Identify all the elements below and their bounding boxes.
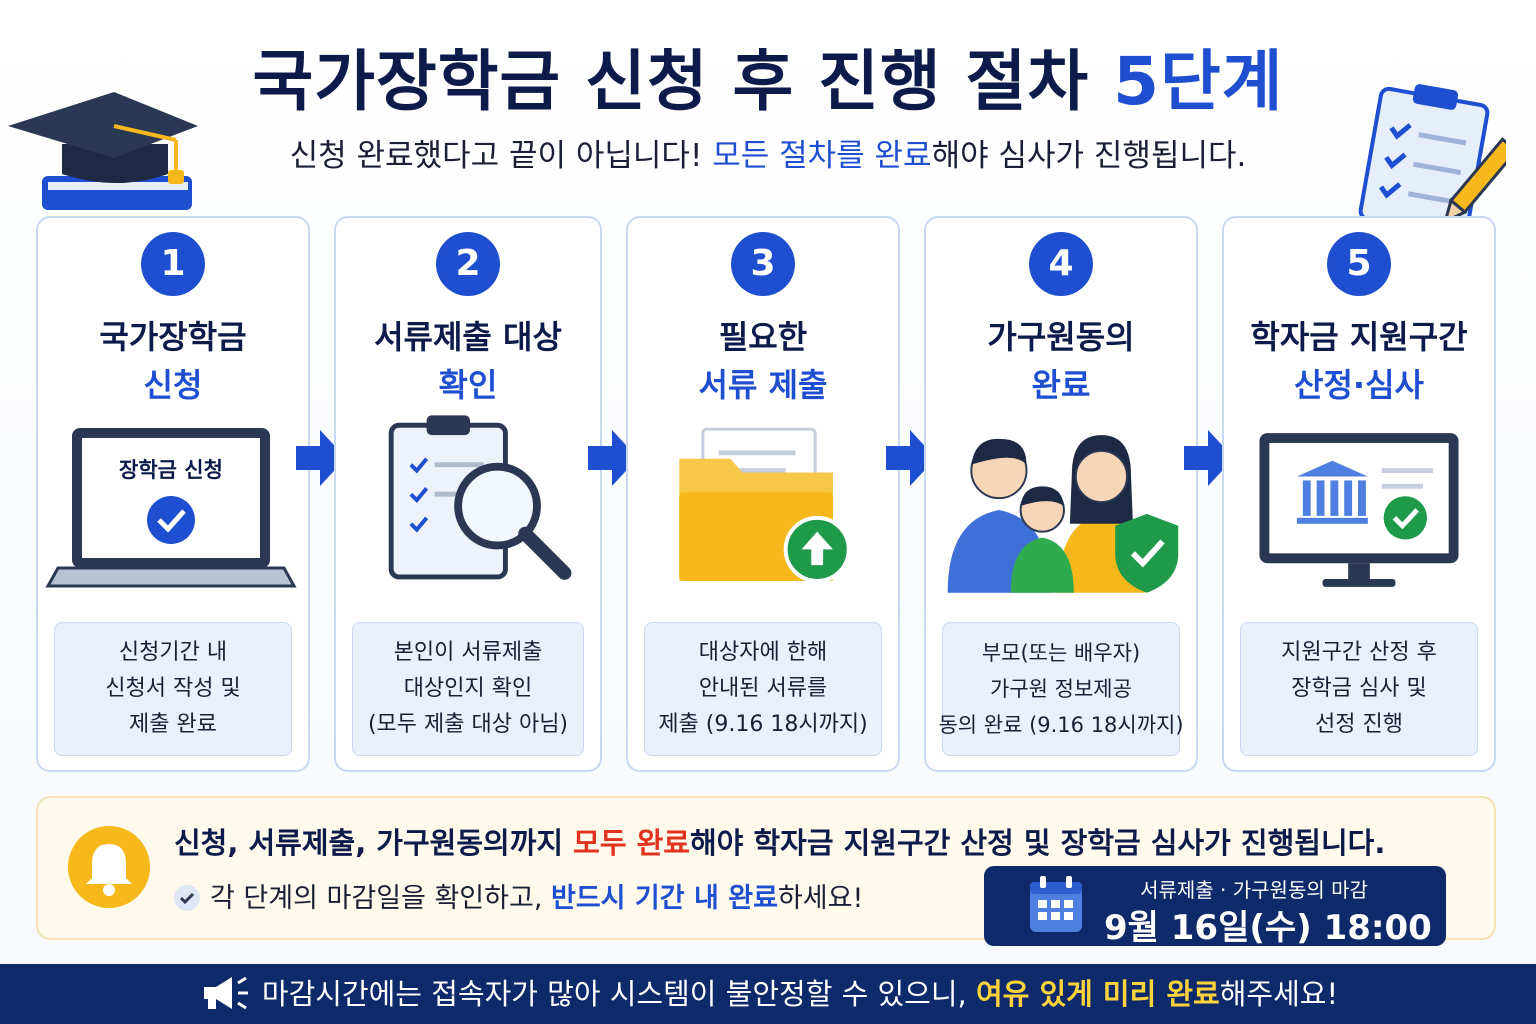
step-desc-line: 제출 완료 bbox=[129, 712, 217, 737]
subtitle-post: 해야 심사가 진행됩니다. bbox=[931, 138, 1247, 174]
step-desc-line: 본인이 서류제출 bbox=[393, 640, 543, 665]
step-card-5: 5 학자금 지원구간 산정·심사 지원구간 bbox=[1222, 216, 1496, 772]
step-desc-line: 대상자에 한해 bbox=[698, 640, 828, 665]
deadline-box: 서류제출 · 가구원동의 마감 9월 16일(수) 18:00 bbox=[984, 866, 1446, 948]
page-subtitle: 신청 완료했다고 끝이 아닙니다! 모든 절차를 완료해야 심사가 진행됩니다. bbox=[0, 130, 1536, 175]
step-title-1-line1: 국가장학금 bbox=[99, 318, 247, 356]
step-title-3-line1: 필요한 bbox=[718, 318, 808, 356]
step-desc-2: 본인이 서류제출 대상인지 확인 (모두 제출 대상 아님) bbox=[352, 622, 584, 756]
footer-banner: 마감시간에는 접속자가 많아 시스템이 불안정할 수 있으니, 여유 있게 미리… bbox=[0, 964, 1536, 1024]
step-desc-line: 동의 완료 (9.16 18시까지) bbox=[938, 713, 1184, 737]
step-desc-line: 안내된 서류를 bbox=[698, 676, 828, 701]
step-number-5: 5 bbox=[1327, 232, 1391, 296]
step-title-3-line2: 서류 제출 bbox=[698, 366, 828, 404]
notice-sub-text: 각 단계의 마감일을 확인하고, 반드시 기간 내 완료하세요! bbox=[174, 876, 863, 915]
step-number-2: 2 bbox=[436, 232, 500, 296]
step-desc-3: 대상자에 한해 안내된 서류를 제출 (9.16 18시까지) bbox=[644, 622, 882, 756]
megaphone-icon bbox=[203, 976, 248, 1010]
step-desc-5: 지원구간 산정 후 장학금 심사 및 선정 진행 bbox=[1240, 622, 1478, 756]
deadline-value: 9월 16일(수) 18:00 bbox=[1104, 908, 1432, 948]
subtitle-accent: 모든 절차를 완료 bbox=[712, 138, 932, 174]
family-shield-icon bbox=[947, 435, 1179, 593]
step-title-5-line2: 산정·심사 bbox=[1294, 366, 1424, 404]
footer-text-pre: 마감시간에는 접속자가 많아 시스템이 불안정할 수 있으니, bbox=[261, 977, 976, 1011]
title-main: 국가장학금 신청 후 진행 절차 bbox=[252, 43, 1114, 120]
arrow-right-icon bbox=[886, 430, 936, 486]
notice-main-text: 신청, 서류제출, 가구원동의까지 모두 완료해야 학자금 지원구간 산정 및 … bbox=[174, 820, 1385, 862]
step-title-4-line1: 가구원동의 bbox=[987, 318, 1135, 356]
step-desc-line: (모두 제출 대상 아님) bbox=[367, 712, 569, 737]
notice-main-pre: 신청, 서류제출, 가구원동의까지 bbox=[174, 826, 574, 860]
notice-sub-highlight: 반드시 기간 내 완료 bbox=[551, 883, 778, 914]
step-desc-1: 신청기간 내 신청서 작성 및 제출 완료 bbox=[54, 622, 292, 756]
clipboard-pencil-icon bbox=[1358, 84, 1506, 238]
calendar-icon bbox=[1030, 876, 1082, 932]
page-title: 국가장학금 신청 후 진행 절차 5단계 bbox=[0, 28, 1536, 124]
step-title-5-line1: 학자금 지원구간 bbox=[1250, 318, 1468, 356]
step-title-4-line2: 완료 bbox=[1031, 366, 1091, 404]
footer-highlight: 여유 있게 미리 완료 bbox=[975, 977, 1220, 1011]
step-card-2: 2 서류제출 대상 확인 본인이 서류제출 대상인지 확인 (모두 제출 대상 … bbox=[334, 216, 602, 772]
step-desc-line: 신청서 작성 및 bbox=[105, 676, 241, 701]
bell-icon bbox=[68, 826, 150, 908]
laptop-icon: 장학금 신청 bbox=[38, 414, 308, 604]
arrow-right-icon bbox=[1184, 430, 1234, 486]
folder-upload-icon bbox=[679, 427, 851, 583]
notice-sub-post: 하세요! bbox=[777, 883, 864, 914]
step-desc-line: 지원구간 산정 후 bbox=[1281, 640, 1437, 665]
notice-sub-pre: 각 단계의 마감일을 확인하고, bbox=[210, 883, 551, 914]
step-desc-line: 부모(또는 배우자) bbox=[981, 641, 1141, 665]
step-card-1: 1 국가장학금 신청 장학금 신청 신청기간 내 신청서 작성 및 제출 완료 bbox=[36, 216, 310, 772]
step-desc-line: 대상인지 확인 bbox=[403, 676, 533, 701]
step-number-3: 3 bbox=[731, 232, 795, 296]
arrow-right-icon bbox=[588, 430, 638, 486]
arrow-right-icon bbox=[296, 430, 346, 486]
step-number-4: 4 bbox=[1029, 232, 1093, 296]
step-desc-line: 선정 진행 bbox=[1315, 712, 1403, 737]
step-number-1: 1 bbox=[141, 232, 205, 296]
monitor-bank-icon bbox=[1259, 433, 1459, 587]
title-accent: 5단계 bbox=[1113, 43, 1284, 120]
notice-box: 신청, 서류제출, 가구원동의까지 모두 완료해야 학자금 지원구간 산정 및 … bbox=[36, 796, 1496, 948]
notice-main-post: 해야 학자금 지원구간 산정 및 장학금 심사가 진행됩니다. bbox=[690, 826, 1386, 860]
step-desc-line: 제출 (9.16 18시까지) bbox=[658, 712, 868, 737]
laptop-screen-text: 장학금 신청 bbox=[119, 458, 223, 482]
check-icon bbox=[174, 884, 200, 911]
step-desc-line: 신청기간 내 bbox=[118, 640, 228, 665]
step-title-2-line2: 확인 bbox=[438, 366, 498, 404]
step-title-2-line1: 서류제출 대상 bbox=[374, 318, 562, 356]
step-desc-4: 부모(또는 배우자) 가구원 정보제공 동의 완료 (9.16 18시까지) bbox=[938, 622, 1184, 756]
clipboard-search-icon bbox=[388, 415, 572, 580]
step-card-4: 4 가구원동의 완료 부모(또는 배우자) 가구원 정보제공 동의 완료 (9.… bbox=[924, 216, 1198, 772]
notice-main-highlight: 모두 완료 bbox=[573, 826, 690, 860]
step-desc-line: 가구원 정보제공 bbox=[990, 677, 1132, 701]
step-title-1-line2: 신청 bbox=[143, 366, 203, 404]
graduation-cap-icon bbox=[8, 92, 198, 210]
footer-text-post: 해주세요! bbox=[1219, 977, 1339, 1011]
deadline-label: 서류제출 · 가구원동의 마감 bbox=[1140, 878, 1368, 902]
step-card-3: 3 필요한 서류 제출 대상자에 한해 안내된 서류를 제출 (9.16 18시… bbox=[626, 216, 900, 772]
subtitle-pre: 신청 완료했다고 끝이 아닙니다! bbox=[289, 138, 713, 174]
step-desc-line: 장학금 심사 및 bbox=[1291, 676, 1427, 701]
